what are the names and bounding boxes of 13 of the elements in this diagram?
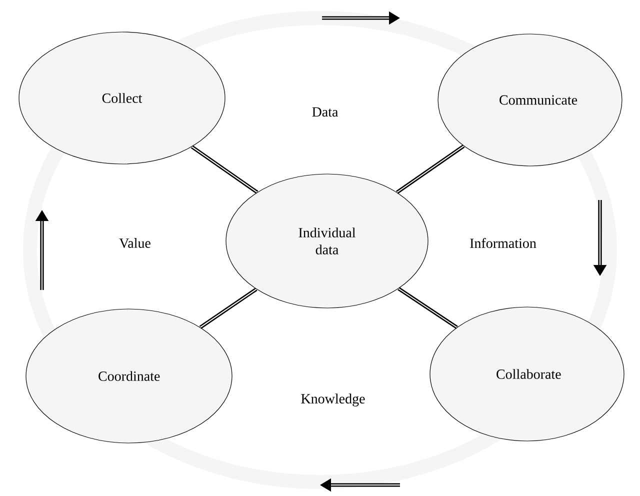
ellipse-node: Collaborate	[430, 306, 624, 442]
double-line-connector	[396, 144, 465, 194]
stage-label: Value	[119, 238, 150, 248]
double-line-connector	[190, 145, 258, 194]
stage-label: Information	[470, 238, 536, 248]
stage-label: Knowledge	[301, 394, 365, 406]
ellipse-node: Individual data	[226, 174, 428, 308]
ellipse-node: Communicate	[438, 34, 622, 166]
stage-label: Data	[312, 107, 338, 117]
double-line-connector	[199, 288, 258, 329]
ellipse-node: Collect	[18, 32, 226, 164]
double-line-connector	[398, 287, 458, 329]
ellipse-node: Coordinate	[26, 308, 232, 444]
